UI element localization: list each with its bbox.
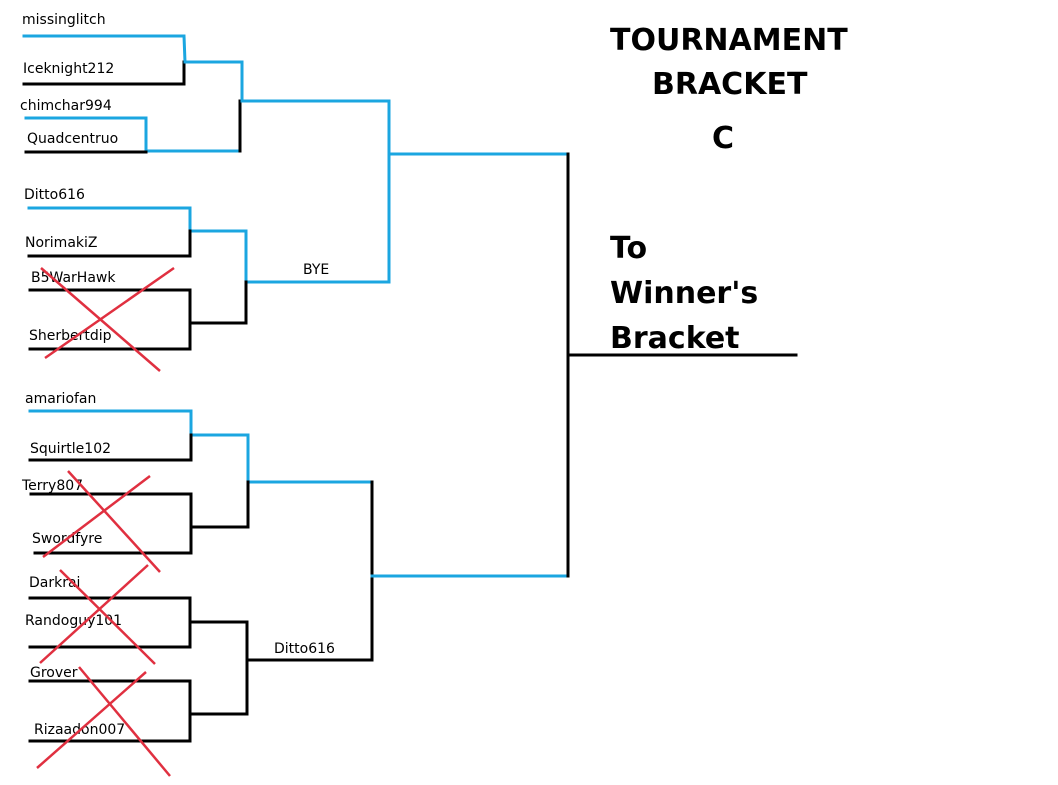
player-name: Grover [30, 665, 78, 681]
bracket-line-advance [22, 34, 244, 64]
player-name: B5WarHawk [31, 270, 116, 286]
bracket-line [28, 433, 193, 462]
elimination-cross-icon [36, 666, 171, 777]
bracket-line-advance [240, 60, 570, 156]
destination-line-2: Winner's [610, 276, 758, 311]
player-name: chimchar994 [20, 98, 112, 114]
player-name: NorimakiZ [25, 235, 98, 251]
bracket-line-advance [27, 152, 391, 284]
bracket-line [246, 480, 374, 662]
player-name: Randoguy101 [25, 613, 122, 629]
bracket-line [28, 679, 192, 743]
elimination-cross-icon [42, 470, 161, 573]
destination-line-3: Bracket [610, 321, 740, 356]
bracket-line [22, 60, 186, 86]
bracket-line [28, 288, 192, 351]
player-name: Sherbertdip [29, 328, 112, 344]
bracket-line [29, 492, 193, 555]
elimination-cross-icon [40, 266, 175, 372]
match-label-ditto616: Ditto616 [274, 641, 335, 657]
player-name: Terry807 [21, 478, 83, 494]
player-name: amariofan [25, 391, 96, 407]
elimination-cross-icon [39, 564, 156, 665]
match-label-bye: BYE [303, 262, 329, 278]
bracket-line-advance [24, 116, 242, 153]
title-line-1: TOURNAMENT [610, 23, 848, 58]
bracket-line [27, 229, 192, 258]
player-name: Squirtle102 [30, 441, 111, 457]
title-line-2: BRACKET [652, 67, 808, 102]
destination-line-1: To [610, 231, 647, 266]
player-name: missinglitch [22, 12, 106, 28]
player-name: Quadcentruo [27, 131, 118, 147]
player-name: Iceknight212 [23, 61, 114, 77]
bracket-line [189, 480, 250, 529]
player-name: Ditto616 [24, 187, 85, 203]
bracket-line [188, 620, 249, 716]
bracket-line [188, 280, 248, 325]
title-line-3: C [712, 121, 734, 156]
bracket-line-advance [28, 409, 374, 484]
